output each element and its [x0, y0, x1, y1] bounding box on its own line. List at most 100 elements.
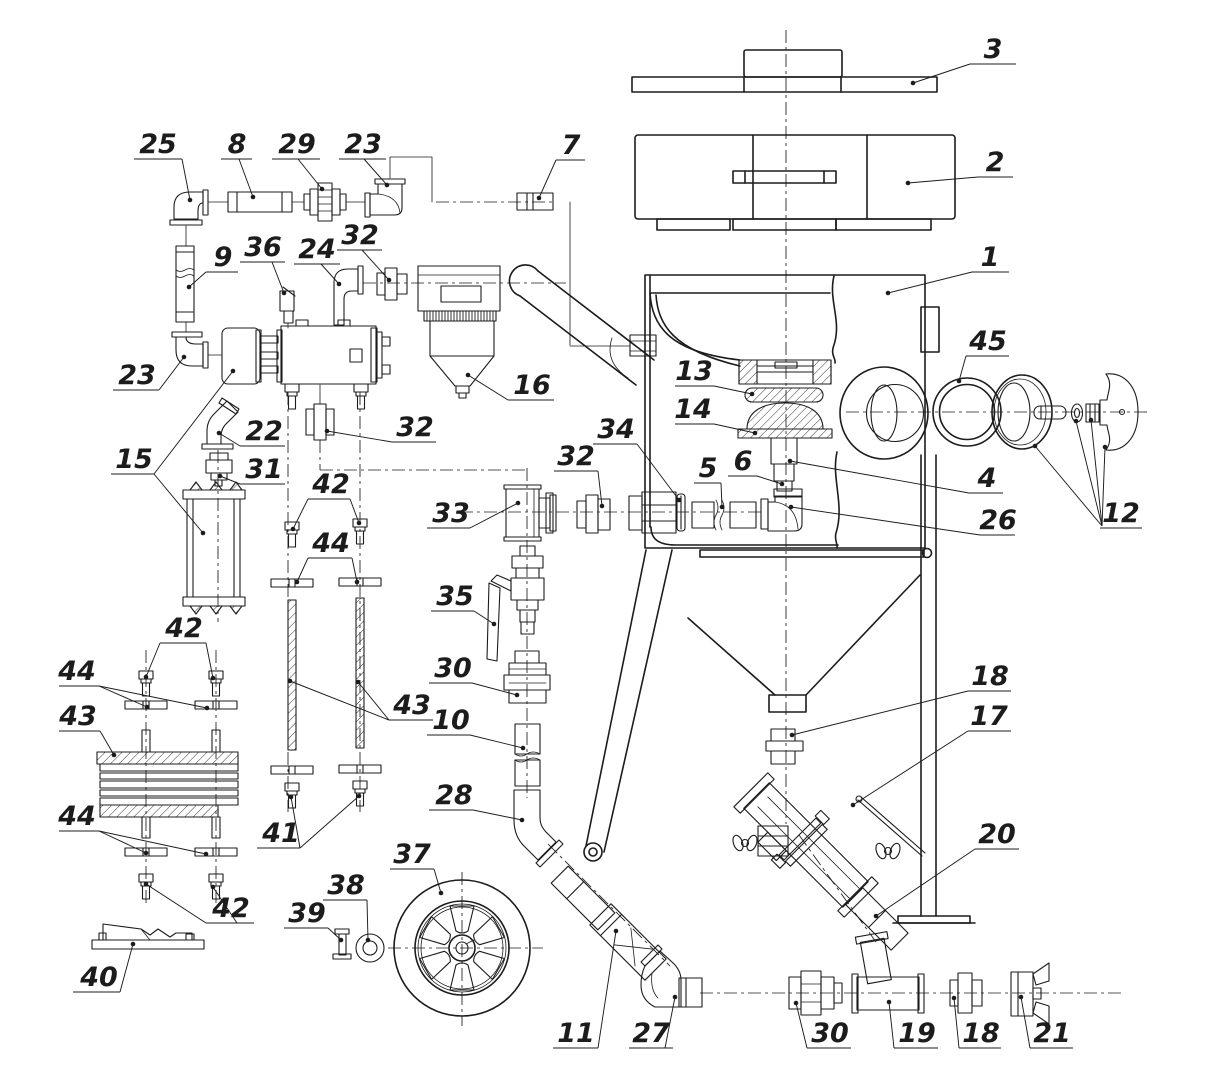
svg-text:33: 33 [432, 498, 470, 529]
svg-text:4: 4 [977, 463, 997, 494]
svg-text:41: 41 [261, 818, 300, 849]
part-callout: 38 [323, 870, 371, 943]
pin-39 [332, 928, 352, 960]
part-callout: 16 [465, 370, 554, 401]
svg-text:16: 16 [513, 370, 551, 401]
part-callout: 39 [284, 898, 344, 943]
part-callout: 2 [905, 147, 1013, 186]
air-inlet-line [169, 156, 631, 369]
part-callout: 19 [886, 999, 938, 1049]
svg-text:32: 32 [557, 441, 595, 472]
part-callout: 22 [216, 416, 285, 447]
part-callout: 44 [294, 528, 360, 585]
part-callout: 34 [593, 414, 682, 503]
svg-text:40: 40 [79, 962, 118, 993]
svg-text:30: 30 [811, 1018, 849, 1049]
part-callout: 24 [294, 234, 342, 287]
part-callout: 13 [675, 356, 755, 397]
svg-text:8: 8 [228, 129, 247, 160]
part-callout: 44 [57, 801, 209, 857]
svg-text:37: 37 [393, 839, 431, 870]
plate-stack [96, 670, 239, 900]
cover-plate [631, 49, 938, 93]
svg-text:29: 29 [278, 129, 316, 160]
control-rods [270, 518, 382, 809]
part-callout: 18 [789, 661, 1011, 738]
part-callout: 1 [885, 242, 1009, 296]
pedal [91, 923, 205, 950]
svg-text:44: 44 [57, 801, 96, 832]
wheel [332, 879, 531, 1017]
tank-body [644, 274, 940, 549]
svg-text:2: 2 [986, 147, 1005, 178]
svg-text:23: 23 [118, 360, 156, 391]
svg-text:7: 7 [562, 130, 581, 161]
part-callout: 27 [629, 994, 678, 1049]
part-callout: 9 [186, 242, 238, 290]
svg-text:30: 30 [434, 653, 472, 684]
part-callout: 4 [787, 458, 1003, 494]
part-callout: 25 [134, 129, 193, 203]
svg-text:42: 42 [164, 613, 203, 644]
svg-text:27: 27 [632, 1018, 670, 1049]
part-callout: 18 [951, 995, 1001, 1049]
part-callout: 28 [429, 780, 525, 823]
part-callout: 45 [956, 326, 1009, 384]
svg-text:22: 22 [245, 416, 283, 447]
hose [550, 865, 667, 981]
part-callout: 8 [221, 129, 256, 200]
part-callout: 17 [850, 701, 1011, 808]
discharge-assembly [730, 728, 926, 951]
part-callout: 23 [339, 129, 390, 188]
svg-text:35: 35 [436, 581, 474, 612]
part-callout: 11 [553, 928, 619, 1049]
svg-text:15: 15 [115, 444, 153, 475]
part-callout: 42 [290, 469, 362, 532]
svg-text:11: 11 [557, 1018, 595, 1049]
bottom-pipeline [640, 931, 1050, 1025]
part-callout: 40 [73, 941, 136, 993]
door-assembly [932, 373, 1139, 451]
svg-text:9: 9 [214, 242, 233, 273]
part-callout: 43 [287, 678, 433, 721]
part-callout: 15 [111, 368, 236, 536]
part-callout: 42 [143, 613, 216, 681]
svg-text:14: 14 [674, 394, 712, 425]
part-callout: 14 [674, 394, 758, 436]
part-callout: 3 [910, 34, 1016, 86]
part-callout: 10 [427, 705, 526, 751]
svg-text:26: 26 [979, 505, 1017, 536]
svg-text:19: 19 [898, 1018, 936, 1049]
washer-38 [355, 933, 385, 963]
svg-text:39: 39 [288, 898, 326, 929]
svg-text:25: 25 [139, 129, 177, 160]
svg-text:32: 32 [341, 220, 379, 251]
svg-text:45: 45 [968, 326, 1007, 357]
part-callout: 31 [217, 454, 285, 485]
centerlines [145, 30, 1148, 1026]
part-callout: 37 [390, 839, 444, 896]
part-callout: 20 [873, 819, 1019, 919]
svg-text:17: 17 [970, 701, 1008, 732]
part-callout: 30 [429, 653, 520, 698]
part-callout: 7 [536, 130, 585, 201]
svg-text:44: 44 [57, 656, 96, 687]
part-callout: 26 [788, 504, 1017, 536]
svg-text:32: 32 [396, 412, 434, 443]
svg-text:31: 31 [245, 454, 283, 485]
svg-text:38: 38 [327, 870, 365, 901]
part-callout: 6 [728, 446, 785, 487]
svg-text:3: 3 [984, 34, 1003, 65]
svg-text:5: 5 [699, 453, 718, 484]
lid [634, 134, 956, 231]
part-callout: 30 [793, 1000, 851, 1049]
svg-text:43: 43 [58, 701, 97, 732]
svg-text:36: 36 [244, 232, 282, 263]
part-callout: 35 [431, 581, 497, 627]
part-callout: 36 [240, 232, 287, 296]
svg-text:42: 42 [211, 893, 250, 924]
part-callout: 41 [257, 793, 362, 849]
